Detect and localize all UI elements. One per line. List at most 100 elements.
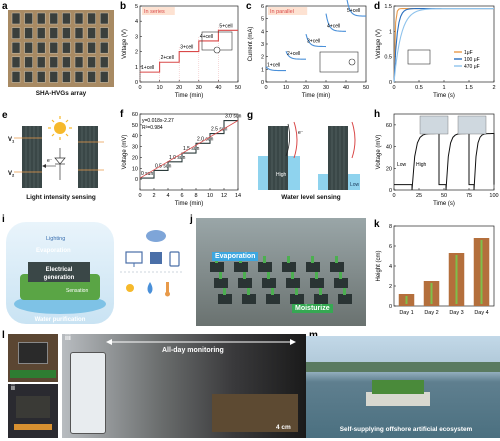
hvg-array-photo xyxy=(8,10,114,87)
electron-label-e: e⁻ xyxy=(47,158,53,164)
cloud-icon xyxy=(146,230,166,242)
v2-label: V2 xyxy=(8,171,15,178)
photo-l-ii: ii xyxy=(8,384,58,438)
generator-module xyxy=(210,262,224,272)
black-arrow xyxy=(285,123,290,157)
generator-module xyxy=(290,294,304,304)
y-axis-label: Height (cm) xyxy=(376,250,382,281)
x-tick-label: 1 xyxy=(442,85,445,91)
series-line xyxy=(140,119,238,179)
y-tick-label: 0 xyxy=(261,80,264,86)
generator-module xyxy=(338,294,352,304)
panel-m-caption: Self-supplying offshore artificial ecosy… xyxy=(339,426,473,433)
x-tick-label: 2 xyxy=(152,193,155,199)
step-label: 1.5 sun xyxy=(183,146,200,152)
plot-frame xyxy=(139,113,239,191)
panel-a-caption: SHA-HVGs array xyxy=(35,90,87,97)
hvg-cell xyxy=(62,12,71,25)
sprout xyxy=(263,256,266,263)
hvg-cell xyxy=(11,12,21,25)
y-tick-label: 40 xyxy=(132,134,138,140)
sensation-label: Sensation xyxy=(66,288,88,294)
hvg-cell xyxy=(24,27,33,39)
y-axis-label: Voltage (mV) xyxy=(122,135,128,170)
chart-tag-text: In series xyxy=(144,9,165,15)
sprout xyxy=(339,272,342,279)
hvg-cell xyxy=(74,12,84,25)
y-tick-label: 0 xyxy=(135,80,138,86)
hvg-cell xyxy=(74,41,84,54)
hvg-cell xyxy=(36,12,46,25)
y-axis-label: Voltage (V) xyxy=(376,29,382,59)
step-label: 5+cell xyxy=(347,8,360,14)
panel-letter-m: m xyxy=(309,330,318,341)
y-tick-label: 5 xyxy=(261,17,264,23)
step-label: 3+cell xyxy=(180,45,193,51)
x-tick-label: 12 xyxy=(221,193,227,199)
sprout xyxy=(271,288,274,295)
x-tick-label: 0 xyxy=(392,85,395,91)
x-tick-label: 40 xyxy=(215,85,221,91)
x-axis-label: Time (s) xyxy=(433,201,455,207)
y-tick-label: 10 xyxy=(132,166,138,172)
x-tick-label: Day 4 xyxy=(474,310,488,316)
fit-line xyxy=(139,120,239,179)
x-tick-label: 0 xyxy=(392,193,395,199)
sprout xyxy=(335,256,338,263)
x-tick-label: 8 xyxy=(194,193,197,199)
series-line xyxy=(285,50,307,60)
y-tick-label: 0 xyxy=(389,80,392,86)
sprout xyxy=(243,272,246,279)
hvg-cell xyxy=(49,56,59,69)
generator-module xyxy=(242,294,256,304)
x-tick-label: 1.5 xyxy=(465,85,473,91)
sprout xyxy=(295,288,298,295)
droplet-icon xyxy=(147,282,153,294)
hvg-cell xyxy=(11,71,21,83)
step-label: 4+cell xyxy=(327,23,340,29)
hvg-cell xyxy=(87,27,96,39)
step-label: 2+cell xyxy=(161,55,174,61)
chart-tag-text: In parallel xyxy=(270,9,294,15)
lighting-label: Lighting xyxy=(46,236,65,242)
hvg-cell xyxy=(99,27,109,39)
x-tick-label: 10 xyxy=(283,85,289,91)
x-tick-label: 20 xyxy=(303,85,309,91)
y-tick-label: 40 xyxy=(386,145,392,151)
panel-letter: f xyxy=(120,109,124,120)
series-line xyxy=(265,66,287,72)
sub-label-ii: ii xyxy=(11,385,15,392)
hvg-cell xyxy=(24,41,33,54)
hvg-cell xyxy=(87,56,96,69)
water-high-label: High xyxy=(276,172,287,178)
circuit-box xyxy=(319,51,359,73)
hvg-cell xyxy=(36,71,46,83)
x-tick-label: 25 xyxy=(416,193,422,199)
hvg-cell xyxy=(11,56,21,69)
hvg-cell xyxy=(62,41,71,54)
battery-circuit-icon xyxy=(201,31,233,54)
y-tick-label: 30 xyxy=(132,145,138,151)
moisturize-tag: Moisturize xyxy=(292,304,333,313)
step-label: 4+cell xyxy=(200,34,213,40)
series-line xyxy=(393,7,494,83)
generator-module xyxy=(218,294,232,304)
offshore-photo xyxy=(306,336,500,438)
inset-photo-low xyxy=(419,115,449,135)
water-purification-label: Water purification xyxy=(35,317,86,323)
fit-equation: y=0.018x-2.27 xyxy=(142,118,174,124)
hvg-cell xyxy=(99,56,109,69)
panel-letter: b xyxy=(120,1,126,12)
x-tick-label: 30 xyxy=(196,85,202,91)
x-tick-label: 10 xyxy=(157,85,163,91)
hvg-cell xyxy=(24,71,33,83)
legend-label: 100 μF xyxy=(464,57,480,63)
y-tick-label: 1 xyxy=(135,65,138,71)
hvg-cell xyxy=(24,12,33,25)
generator-module xyxy=(258,262,272,272)
